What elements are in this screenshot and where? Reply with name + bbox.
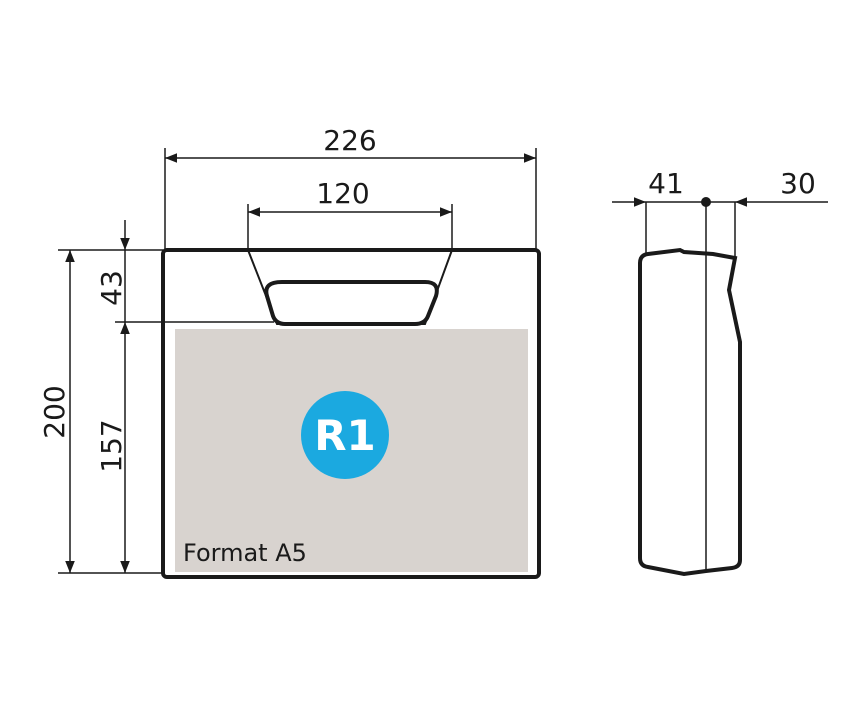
handle-trapezoid — [247, 249, 453, 325]
badge-circle — [301, 391, 389, 479]
dim-43: 43 — [95, 270, 128, 306]
side-dimensions — [612, 197, 828, 258]
front-view: R1 Format A5 — [161, 248, 541, 579]
dim-41: 41 — [648, 167, 684, 200]
handle-grip — [264, 280, 439, 326]
dim-120: 120 — [316, 177, 369, 210]
dim-226: 226 — [323, 124, 376, 157]
side-profile — [638, 247, 742, 577]
dim-157: 157 — [95, 419, 128, 472]
dim-200: 200 — [38, 385, 71, 438]
side-view — [638, 202, 742, 577]
dim-30: 30 — [780, 167, 816, 200]
case-body — [161, 248, 541, 579]
badge-text: R1 — [314, 411, 376, 460]
side-center-dot — [701, 197, 711, 207]
front-dimensions — [58, 148, 537, 574]
format-label: Format A5 — [183, 539, 307, 567]
